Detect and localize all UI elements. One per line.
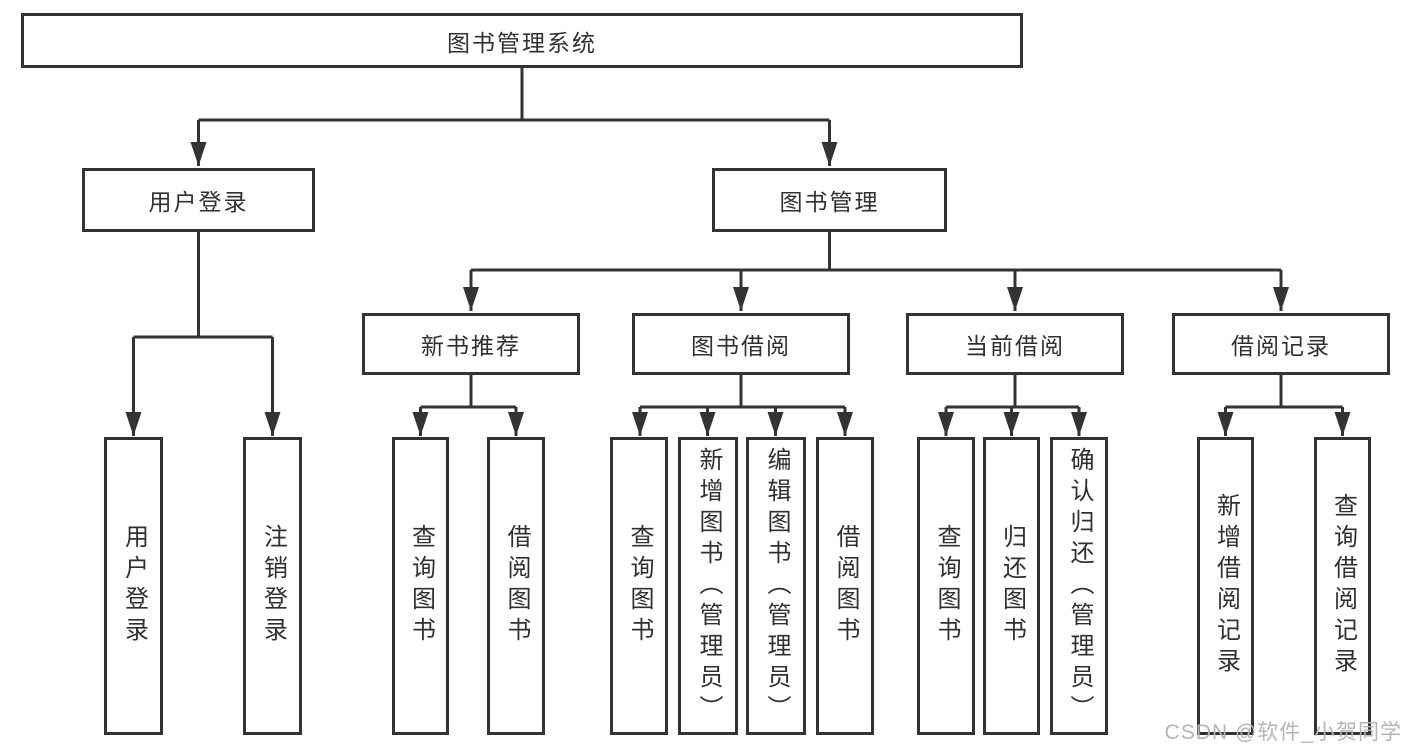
- node-leaf-add-borrow-record: 新增借阅记录: [1197, 437, 1254, 735]
- node-new-book-recommend: 新书推荐: [362, 313, 580, 375]
- node-leaf-return-books: 归还图书: [983, 437, 1040, 735]
- node-leaf-user-login-label: 用户登录: [120, 524, 148, 648]
- node-leaf-query-books-2-label: 查询图书: [626, 524, 653, 648]
- node-leaf-query-books-1-label: 查询图书: [407, 524, 435, 648]
- node-leaf-borrow-books-1-label: 借阅图书: [503, 524, 530, 648]
- node-leaf-borrow-books-1: 借阅图书: [487, 437, 545, 735]
- node-leaf-confirm-return-admin-label: 确认归还（管理员）: [1066, 446, 1093, 726]
- node-leaf-logout: 注销登录: [243, 437, 302, 735]
- node-root-label: 图书管理系统: [447, 29, 597, 56]
- node-leaf-query-books-2: 查询图书: [610, 437, 668, 735]
- node-leaf-query-books-3-label: 查询图书: [933, 524, 960, 648]
- node-leaf-confirm-return-admin: 确认归还（管理员）: [1050, 437, 1108, 735]
- node-current-borrow-label: 当前借阅: [965, 333, 1065, 359]
- node-borrow-records: 借阅记录: [1172, 313, 1390, 375]
- node-leaf-user-login: 用户登录: [104, 437, 163, 735]
- node-leaf-return-books-label: 归还图书: [998, 524, 1026, 648]
- node-leaf-add-books-admin: 新增图书（管理员）: [678, 437, 738, 735]
- node-leaf-add-books-admin-label: 新增图书（管理员）: [695, 446, 722, 726]
- node-leaf-borrow-books-2: 借阅图书: [816, 437, 874, 735]
- node-leaf-query-books-1: 查询图书: [392, 437, 449, 735]
- node-leaf-query-borrow-record-label: 查询借阅记录: [1329, 493, 1357, 679]
- node-leaf-edit-books-admin: 编辑图书（管理员）: [746, 437, 806, 735]
- node-book-borrow-label: 图书借阅: [691, 333, 791, 359]
- node-book-management: 图书管理: [712, 168, 947, 232]
- watermark: CSDN @软件_小贺同学: [1164, 721, 1402, 744]
- node-book-management-label: 图书管理: [779, 189, 880, 215]
- node-leaf-edit-books-admin-label: 编辑图书（管理员）: [763, 446, 790, 726]
- node-user-login: 用户登录: [82, 168, 315, 232]
- node-new-book-recommend-label: 新书推荐: [421, 333, 521, 359]
- node-leaf-query-borrow-record: 查询借阅记录: [1314, 437, 1371, 735]
- node-book-borrow: 图书借阅: [632, 313, 850, 375]
- node-leaf-logout-label: 注销登录: [259, 524, 287, 648]
- node-borrow-records-label: 借阅记录: [1231, 333, 1331, 359]
- node-leaf-borrow-books-2-label: 借阅图书: [832, 524, 859, 648]
- node-root: 图书管理系统: [21, 13, 1023, 68]
- node-leaf-query-books-3: 查询图书: [917, 437, 975, 735]
- node-leaf-add-borrow-record-label: 新增借阅记录: [1212, 493, 1240, 679]
- node-current-borrow: 当前借阅: [906, 313, 1124, 375]
- node-user-login-label: 用户登录: [148, 189, 249, 215]
